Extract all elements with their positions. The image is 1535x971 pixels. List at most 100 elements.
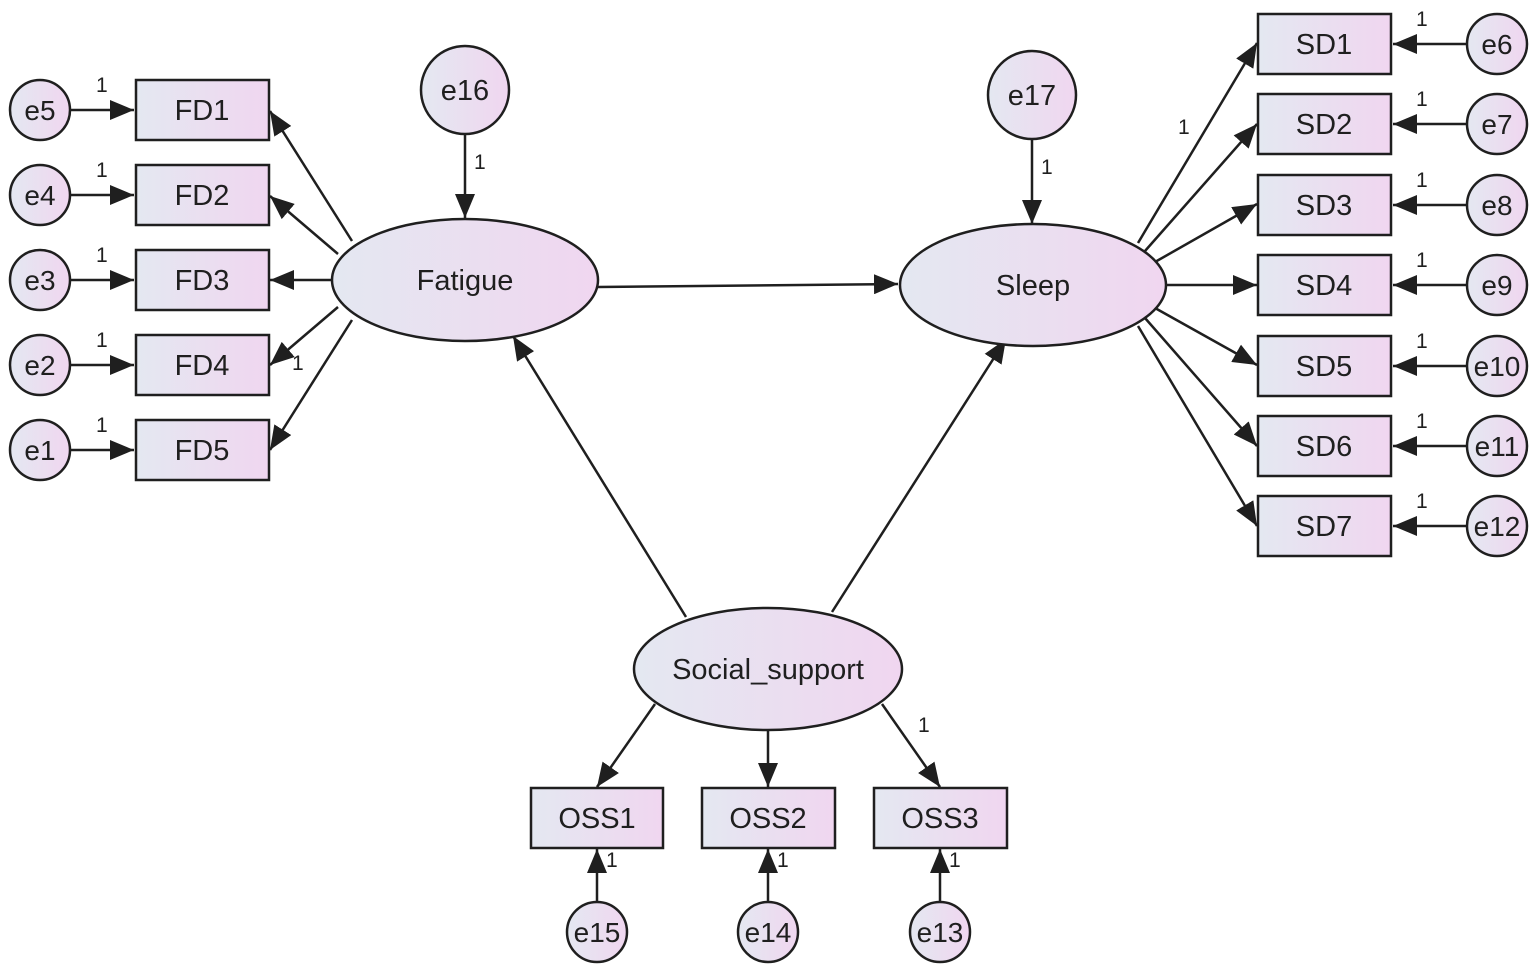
- error-e7[interactable]: e7: [1465, 92, 1529, 156]
- observed-sd2[interactable]: SD2: [1256, 92, 1393, 156]
- fatigue-loadings: [268, 110, 354, 451]
- weight-e10: 1: [1416, 330, 1428, 353]
- latent-sleep[interactable]: Sleep: [898, 222, 1168, 348]
- loading-sleep-sd1: [1136, 42, 1259, 244]
- loading-fatigue-fd4: [269, 306, 339, 366]
- sleep-loadings: [1136, 42, 1259, 527]
- observed-variables: FD1 FD2 FD3 FD4 FD5 SD1 SD2 SD3: [134, 12, 1393, 850]
- error-e3-label: e3: [24, 265, 55, 296]
- error-e5-label: e5: [24, 95, 55, 126]
- observed-fd2-label: FD2: [175, 180, 230, 212]
- weight-e7: 1: [1416, 88, 1428, 111]
- error-e9-label: e9: [1481, 270, 1512, 301]
- weight-e14: 1: [777, 849, 789, 872]
- error-e15-label: e15: [574, 917, 621, 948]
- weight-e16: 1: [474, 151, 486, 174]
- observed-oss3[interactable]: OSS3: [872, 786, 1009, 850]
- loading-sleep-sd7: [1136, 325, 1259, 527]
- social-loadings: [595, 703, 942, 788]
- path-fatigue-to-sleep: [597, 274, 899, 295]
- error-e14-label: e14: [745, 917, 792, 948]
- loading-social-oss1: [595, 703, 657, 788]
- observed-sd7-label: SD7: [1296, 511, 1352, 543]
- error-e13[interactable]: e13: [908, 900, 972, 964]
- weight-e9: 1: [1416, 249, 1428, 272]
- latent-social-support-label: Social_support: [672, 654, 864, 686]
- loading-sleep-sd6: [1144, 317, 1258, 447]
- observed-oss3-label: OSS3: [901, 803, 978, 835]
- loading-fatigue-fd1: [268, 110, 354, 242]
- observed-sd5[interactable]: SD5: [1256, 334, 1393, 398]
- error-e3[interactable]: e3: [8, 248, 72, 312]
- latent-fatigue[interactable]: Fatigue: [330, 217, 600, 343]
- observed-fd1-label: FD1: [175, 95, 230, 127]
- error-e15[interactable]: e15: [565, 900, 629, 964]
- observed-oss1[interactable]: OSS1: [529, 786, 665, 850]
- error-e11-label: e11: [1475, 431, 1520, 462]
- weight-e3: 1: [96, 244, 108, 267]
- loading-fatigue-fd2: [269, 195, 339, 255]
- observed-sd5-label: SD5: [1296, 351, 1352, 383]
- observed-fd3[interactable]: FD3: [134, 248, 271, 312]
- weight-e2: 1: [96, 329, 108, 352]
- error-e16[interactable]: e16: [419, 44, 511, 136]
- error-e8[interactable]: e8: [1465, 173, 1529, 237]
- error-e14[interactable]: e14: [736, 900, 800, 964]
- observed-sd3[interactable]: SD3: [1256, 173, 1393, 237]
- weight-e5: 1: [96, 74, 108, 97]
- error-e17[interactable]: e17: [986, 49, 1078, 141]
- weight-e17: 1: [1041, 156, 1053, 179]
- weight-fatigue-fd4: 1: [292, 352, 304, 375]
- observed-fd1[interactable]: FD1: [134, 78, 271, 142]
- latent-fatigue-label: Fatigue: [417, 265, 514, 297]
- loading-sleep-sd5: [1154, 306, 1258, 367]
- observed-oss2[interactable]: OSS2: [700, 786, 837, 850]
- weight-e6: 1: [1416, 8, 1428, 31]
- error-e11[interactable]: e11: [1465, 414, 1529, 478]
- observed-sd6[interactable]: SD6: [1256, 414, 1393, 478]
- weight-e8: 1: [1416, 169, 1428, 192]
- error-e2[interactable]: e2: [8, 333, 72, 397]
- latent-social-support[interactable]: Social_support: [632, 606, 904, 732]
- observed-fd4[interactable]: FD4: [134, 333, 271, 397]
- observed-sd2-label: SD2: [1296, 109, 1352, 141]
- observed-fd2[interactable]: FD2: [134, 163, 271, 227]
- path-social-to-fatigue: [511, 335, 688, 618]
- observed-sd7[interactable]: SD7: [1256, 494, 1393, 558]
- error-e6-label: e6: [1481, 29, 1512, 60]
- weight-sleep-sd1: 1: [1178, 116, 1190, 139]
- observed-sd3-label: SD3: [1296, 190, 1352, 222]
- error-e9[interactable]: e9: [1465, 253, 1529, 317]
- error-e10[interactable]: e10: [1465, 334, 1529, 398]
- observed-sd4[interactable]: SD4: [1256, 253, 1393, 317]
- observed-fd5[interactable]: FD5: [134, 418, 271, 482]
- error-e17-label: e17: [1008, 80, 1056, 112]
- latent-sleep-label: Sleep: [996, 270, 1070, 302]
- loading-sleep-sd2: [1144, 123, 1258, 252]
- weight-e12: 1: [1416, 490, 1428, 513]
- error-e8-label: e8: [1481, 190, 1512, 221]
- observed-sd6-label: SD6: [1296, 431, 1352, 463]
- loading-sleep-sd3: [1154, 202, 1258, 264]
- error-e12[interactable]: e12: [1465, 494, 1529, 558]
- error-terms: e5 e4 e3 e2 e1 e6 e7 e8 e9 e10 e11 e12 e…: [8, 12, 1529, 964]
- error-e4[interactable]: e4: [8, 163, 72, 227]
- error-e6[interactable]: e6: [1465, 12, 1529, 76]
- observed-sd1-label: SD1: [1296, 29, 1352, 61]
- fixed-weights: 1 1 1 1 1 1 1 1 1 1 1 1 1 1 1 1 1 1 1 1: [96, 8, 1428, 872]
- error-arrows: [71, 34, 1467, 903]
- loading-fatigue-fd5: [268, 319, 354, 451]
- observed-fd5-label: FD5: [175, 435, 230, 467]
- observed-fd4-label: FD4: [175, 350, 230, 382]
- latent-variables: Fatigue Sleep Social_support: [330, 217, 1168, 732]
- weight-e13: 1: [949, 849, 961, 872]
- observed-oss2-label: OSS2: [729, 803, 806, 835]
- weight-e11: 1: [1416, 410, 1428, 433]
- loading-social-oss3: [880, 703, 942, 788]
- error-e5[interactable]: e5: [8, 78, 72, 142]
- error-e10-label: e10: [1474, 351, 1521, 382]
- observed-sd1[interactable]: SD1: [1256, 12, 1393, 76]
- error-e1[interactable]: e1: [8, 418, 72, 482]
- error-e1-label: e1: [24, 435, 55, 466]
- error-e7-label: e7: [1481, 109, 1512, 140]
